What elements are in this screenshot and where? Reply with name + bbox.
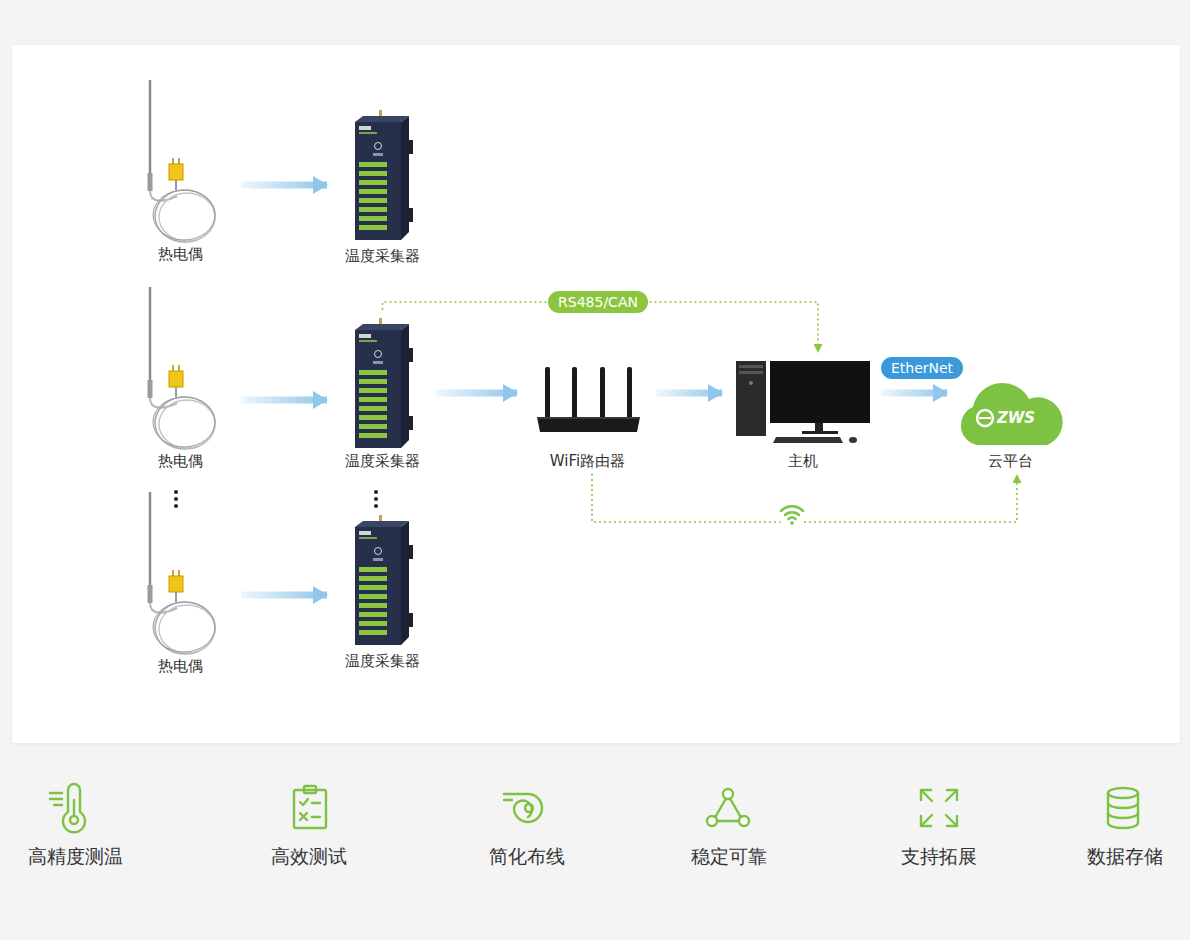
flow-arrow: [656, 390, 722, 397]
cloud-picture: [961, 383, 1063, 445]
logo-text: ZWS: [997, 409, 1035, 427]
device-node: 热电偶: [125, 285, 235, 470]
thermocouple-picture: [148, 80, 216, 242]
flow-arrow: [241, 397, 327, 404]
device-caption: WiFi路由器: [547, 452, 628, 470]
device-caption: 温度采集器: [342, 247, 423, 265]
feature-label: 稳定可靠: [691, 844, 767, 870]
flow-arrow: [881, 390, 947, 397]
device-node: 温度采集器: [335, 318, 430, 470]
device-node: 温度采集器: [335, 110, 430, 265]
flow-arrow: [241, 592, 327, 599]
device-caption: 热电偶: [155, 657, 206, 675]
device-node: 热电偶: [125, 490, 235, 675]
device-caption: 主机: [785, 452, 821, 470]
collector-picture: [355, 110, 413, 240]
collector-picture: [355, 318, 413, 448]
feature-label: 支持拓展: [901, 844, 977, 870]
device-caption: 热电偶: [155, 245, 206, 263]
feature-label: 简化布线: [489, 844, 565, 870]
feature-label: 高精度测温: [28, 844, 123, 870]
device-node: 热电偶: [125, 78, 235, 263]
feature-icons: [50, 784, 1138, 832]
wifi-symbol: [778, 500, 806, 528]
edge-label-pill: RS485/CAN: [548, 291, 648, 313]
thermocouple-picture: [148, 492, 216, 654]
host-picture: [736, 361, 870, 443]
device-caption: 热电偶: [155, 452, 206, 470]
device-caption: 云平台: [985, 452, 1036, 470]
ellipsis-dots: [174, 490, 378, 508]
flow-arrow: [436, 390, 517, 397]
device-node: 温度采集器: [335, 515, 430, 670]
flow-arrow: [241, 182, 327, 189]
feature-label: 数据存储: [1087, 844, 1163, 870]
device-node: WiFi路由器: [525, 365, 650, 470]
router-picture: [537, 367, 640, 432]
device-node: 主机: [730, 355, 875, 470]
feature-label: 高效测试: [271, 844, 347, 870]
thermocouple-picture: [148, 287, 216, 449]
device-caption: 温度采集器: [342, 652, 423, 670]
device-caption: 温度采集器: [342, 452, 423, 470]
edge-label-pill: EtherNet: [881, 357, 963, 379]
collector-picture: [355, 515, 413, 645]
